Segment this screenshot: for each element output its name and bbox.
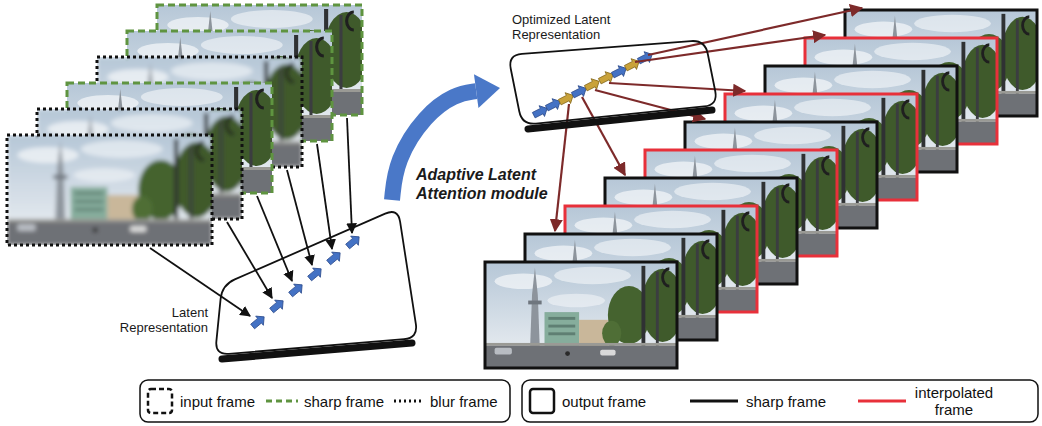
legend-box (140, 380, 510, 422)
latent-code (287, 280, 306, 299)
plane-shape (118, 200, 423, 372)
plane-outline (216, 212, 416, 354)
legend-label: sharp frame (746, 393, 826, 410)
frame-image (7, 135, 219, 245)
plane-thickness (528, 110, 712, 129)
plane-outline (510, 41, 715, 124)
decode-arrow (582, 97, 625, 175)
legend-sample-input (148, 389, 172, 413)
legend-sample-sharp (266, 400, 298, 403)
legend-label: sharp frame (304, 393, 384, 410)
legend-label: input frame (180, 393, 255, 410)
encode-arrow (317, 144, 332, 249)
scene-copy (7, 135, 219, 245)
plane-label: Optimized Latent Representation (512, 12, 618, 42)
input-frame (7, 135, 219, 245)
legend-item: sharp frame (746, 393, 826, 410)
decode-arrow (635, 35, 825, 62)
module-name: Adaptive Latent Attention module (416, 165, 554, 203)
legend-item: output frame (562, 393, 646, 410)
latent-space-plane: Latent Representation (118, 200, 423, 372)
legend-sample-blur (394, 400, 424, 403)
encode-arrows (150, 118, 352, 316)
latent-code (325, 248, 344, 267)
decode-arrow (609, 83, 745, 91)
arrow-head (474, 74, 500, 108)
legend-label: interpolated frame (914, 384, 994, 418)
legend-box (522, 380, 1038, 422)
latent-space-plane: Optimized Latent Representation (500, 10, 722, 135)
encode-arrow (347, 118, 352, 233)
legend-sample-interpolated (858, 400, 906, 403)
latent-code (344, 232, 363, 251)
decode-arrow (648, 8, 862, 55)
latent-code (249, 312, 268, 331)
legend-sample-output (530, 389, 554, 413)
legend-item: interpolated frame (914, 384, 994, 418)
latent-codes (249, 232, 363, 331)
latent-code (306, 264, 325, 283)
legend-label: blur frame (430, 393, 498, 410)
legend-item: input frame (180, 393, 255, 410)
scene-copy (485, 262, 684, 368)
plane-label: Latent Representation (114, 305, 208, 335)
output-frame (485, 262, 684, 368)
latent-code (268, 296, 287, 315)
edge-label-holder: Adaptive Latent Attention module (416, 165, 554, 203)
blur-frame-border (7, 135, 212, 245)
legend-sample-sharp (690, 400, 738, 403)
legend-label: output frame (562, 393, 646, 410)
legend-item: blur frame (430, 393, 498, 410)
plane-thickness (222, 343, 412, 359)
frame-image (485, 262, 684, 368)
legend-item: sharp frame (304, 393, 384, 410)
latent-code (636, 49, 655, 67)
sharp-frame-border (485, 262, 677, 368)
encode-arrow (227, 222, 272, 298)
